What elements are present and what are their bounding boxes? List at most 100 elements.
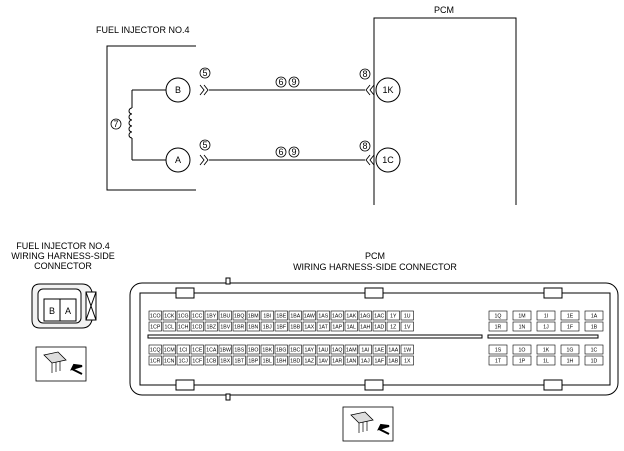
- pcm-pin-label: 1BO: [248, 348, 258, 354]
- injector-box: [106, 45, 196, 191]
- pcm-pin-label: 1BG: [276, 348, 286, 354]
- pcm-pin-label: 1BH: [276, 359, 286, 365]
- pcm-pin-cell: [218, 344, 232, 355]
- pcm-pin-label: 1BR: [234, 325, 244, 331]
- pcm-pin-cell: [302, 344, 316, 355]
- pcm-pin-label: 1P: [519, 359, 526, 365]
- pcm-pin-cell: [288, 321, 302, 332]
- pcm-pin-cell: [176, 310, 190, 321]
- pcm-pin-label: 1AG: [360, 314, 370, 320]
- pcm-pin-label: 1CB: [206, 359, 217, 365]
- pcm-pin-label: 1G: [567, 348, 574, 354]
- pcm-pin-label: 1BK: [262, 348, 272, 354]
- pcm-pin-cell: [190, 344, 204, 355]
- pcm-pin-cell: [148, 344, 162, 355]
- pcm-pin-label: 1BW: [220, 348, 231, 354]
- pcm-pin-cell: [358, 310, 372, 321]
- pcm-pin-cell: [400, 355, 414, 366]
- pcm-pin-cell: [330, 344, 344, 355]
- pcm-pin-cell: [358, 344, 372, 355]
- pcm-pin-cell: [260, 310, 274, 321]
- pcm-pin-label: 1CO: [150, 314, 161, 320]
- pcm-pin-label: 1AC: [374, 314, 384, 320]
- pcm-pin-label: 1F: [567, 325, 573, 331]
- pcm-pin-label: 1AX: [304, 325, 314, 331]
- pcm-pin-label: 1BV: [220, 325, 230, 331]
- injector-conn-pin-b: B: [49, 306, 55, 316]
- pcm-pin-cell: [488, 344, 508, 355]
- wire-bottom-ref-8: 8: [362, 141, 367, 151]
- injector-terminal-b-label: B: [175, 85, 181, 95]
- pcm-pin-cell: [246, 321, 260, 332]
- pcm-pin-label: 1CA: [206, 348, 217, 354]
- pcm-pin-label: 1BN: [248, 325, 258, 331]
- pcm-pin-label: 1BM: [248, 314, 259, 320]
- pcm-pin-label: 1AR: [332, 359, 342, 365]
- pcm-pin-cell: [316, 310, 330, 321]
- pcm-pin-cell: [288, 310, 302, 321]
- pcm-pin-label: 1AD: [374, 325, 384, 331]
- pcm-pin-cell: [400, 344, 414, 355]
- pcm-pin-cell: [386, 310, 400, 321]
- pcm-pin-label: 1AM: [346, 348, 357, 354]
- pcm-pin-cell: [246, 310, 260, 321]
- pcm-pin-cell: [204, 310, 218, 321]
- pcm-pin-cell: [330, 355, 344, 366]
- pcm-pin-cell: [148, 355, 162, 366]
- pcm-box: [373, 17, 517, 205]
- pcm-pin-cell: [584, 355, 604, 366]
- pcm-pin-label: 1N: [519, 325, 526, 331]
- pcm-pin-cell: [386, 355, 400, 366]
- pcm-pin-label: 1BP: [248, 359, 258, 365]
- pcm-pin-cell: [512, 355, 532, 366]
- pcm-pin-cell: [232, 344, 246, 355]
- pcm-pin-cell: [162, 310, 176, 321]
- pcm-pin-label: 1CC: [192, 314, 203, 320]
- fuel-injector-schematic: FUEL INJECTOR NO.4 B A 7: [96, 25, 196, 191]
- pcm-pin-cell: [560, 310, 580, 321]
- pcm-pin-label: 1BD: [290, 359, 300, 365]
- pcm-pin-cell: [536, 344, 556, 355]
- pcm-pin-label: 1BC: [290, 348, 300, 354]
- pcm-pin-label: 1CK: [164, 314, 175, 320]
- pcm-pin-cell: [536, 355, 556, 366]
- pcm-connector-body: [129, 277, 619, 401]
- pcm-pin-cell: [274, 321, 288, 332]
- wire-bottom-ref-5: 5: [202, 140, 207, 150]
- pcm-pin-label: 1K: [543, 348, 550, 354]
- pcm-pin-cell: [232, 355, 246, 366]
- pcm-pin-cell: [560, 344, 580, 355]
- harness-view-icon: [35, 346, 87, 382]
- pcm-pin-cell: [372, 344, 386, 355]
- pcm-pin-label: 1Y: [390, 314, 397, 320]
- pcm-pin-label: 1E: [567, 314, 574, 320]
- pcm-pin-label: 1AT: [319, 325, 329, 331]
- pcm-conn-title-line2: WIRING HARNESS-SIDE CONNECTOR: [293, 262, 457, 272]
- pcm-pin-label: 1M: [518, 314, 525, 320]
- pcm-pin-label: 1U: [404, 314, 411, 320]
- pcm-pin-cell: [260, 344, 274, 355]
- pcm-pin-cell: [344, 344, 358, 355]
- pcm-pin-label: 1BT: [234, 359, 244, 365]
- injector-conn-title-line1: FUEL INJECTOR NO.4: [16, 241, 110, 251]
- pcm-pin-cell: [400, 310, 414, 321]
- pcm-pin-cell: [302, 321, 316, 332]
- pcm-pin-label: 1CN: [164, 359, 175, 365]
- pcm-pin-cell: [246, 355, 260, 366]
- pcm-pin-label: 1AU: [318, 348, 328, 354]
- pcm-pin-label: 1A: [591, 314, 598, 320]
- pcm-pin-label: 1BQ: [234, 314, 244, 320]
- pcm-pin-label: 1CR: [150, 359, 161, 365]
- pcm-pin-cell: [358, 355, 372, 366]
- pcm-pin-label: 1AB: [388, 359, 398, 365]
- pcm-pin-label: 1CP: [150, 325, 161, 331]
- pcm-pin-label: 1CM: [164, 348, 175, 354]
- pcm-pin-cell: [386, 344, 400, 355]
- wire-bottom-ref-6: 6: [278, 147, 283, 157]
- pcm-pin-label: 1AA: [388, 348, 398, 354]
- pcm-pin-label: 1BF: [276, 325, 286, 331]
- pcm-pin-label: 1BS: [234, 348, 244, 354]
- pcm-pin-cell: [176, 355, 190, 366]
- wire-top-ref-5: 5: [202, 68, 207, 78]
